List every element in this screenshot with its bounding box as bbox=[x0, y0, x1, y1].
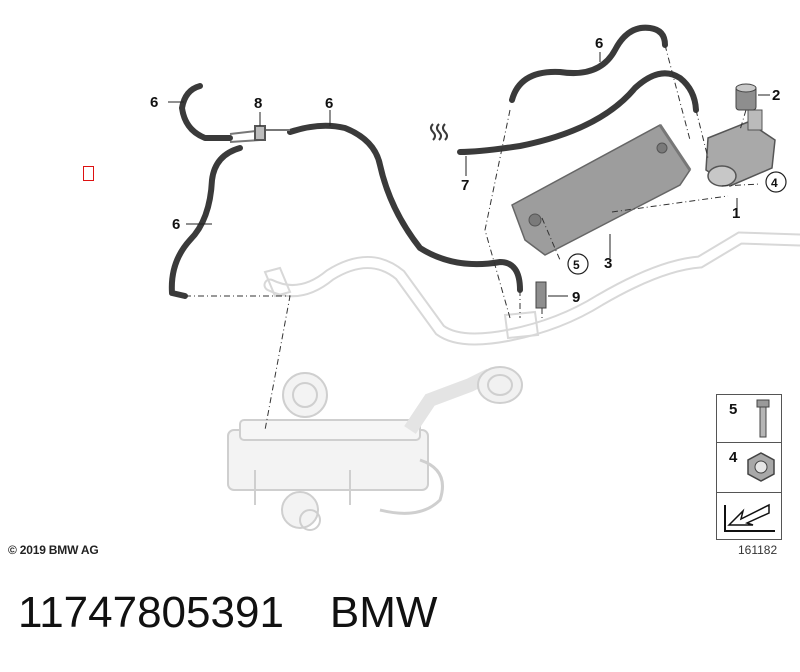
callout-5: 5 bbox=[573, 258, 580, 272]
callout-6-b: 6 bbox=[325, 95, 333, 112]
callout-4-circle bbox=[765, 171, 787, 193]
electric-pump-1 bbox=[705, 109, 776, 187]
callout-4: 4 bbox=[771, 176, 778, 190]
legend-item-bolt: 5 bbox=[717, 395, 781, 443]
leader-lines bbox=[185, 44, 761, 431]
small-parts-legend: 5 4 bbox=[716, 394, 782, 540]
legend-item-direction bbox=[717, 493, 781, 539]
legend-number: 4 bbox=[729, 449, 738, 466]
red-marker-icon bbox=[83, 166, 94, 181]
figure-number: 161182 bbox=[738, 543, 778, 557]
callout-6-c: 6 bbox=[172, 216, 180, 233]
part-number: 11747805391 bbox=[18, 588, 284, 637]
hose-6-right bbox=[457, 24, 699, 155]
connector-2 bbox=[735, 83, 757, 111]
hex-nut-icon bbox=[747, 452, 775, 482]
callout-6-d: 6 bbox=[595, 35, 603, 52]
brand-name: BMW bbox=[329, 588, 438, 637]
callout-1: 1 bbox=[732, 205, 740, 222]
callout-9: 9 bbox=[572, 289, 580, 306]
ghost-egr-cooler bbox=[227, 366, 523, 531]
legend-item-nut: 4 bbox=[717, 443, 781, 493]
callout-8: 8 bbox=[254, 95, 262, 112]
copyright-notice: © 2019 BMW AG bbox=[8, 543, 99, 557]
hose-6-left bbox=[168, 83, 523, 299]
bolt-icon bbox=[756, 399, 770, 438]
legend-number: 5 bbox=[729, 401, 738, 418]
bracket-3 bbox=[511, 124, 692, 256]
callout-5-circle bbox=[567, 253, 589, 275]
direction-arrow-icon bbox=[724, 503, 775, 532]
callout-7: 7 bbox=[461, 177, 469, 194]
pipe-9 bbox=[535, 281, 547, 309]
callout-2: 2 bbox=[772, 87, 780, 104]
part-number-line: 11747805391 BMW bbox=[18, 588, 437, 638]
callout-3: 3 bbox=[604, 255, 612, 272]
exploded-parts-diagram: 6 8 6 6 6 7 2 1 3 9 5 4 bbox=[150, 24, 800, 531]
callout-6-a: 6 bbox=[150, 94, 158, 111]
